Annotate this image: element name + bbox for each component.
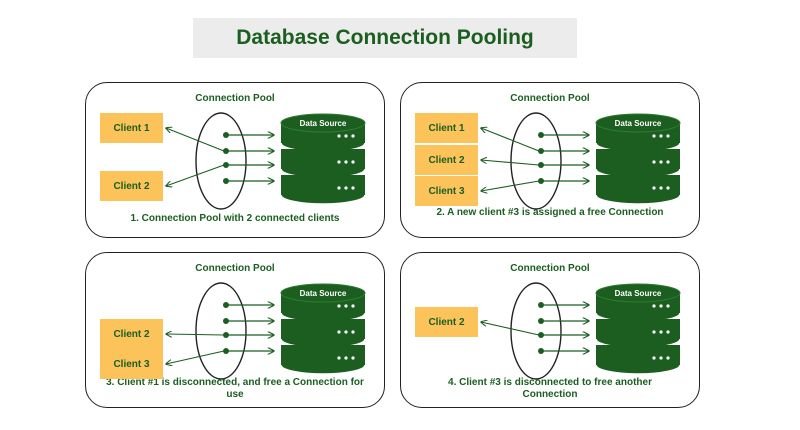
client-box: Client 2 [100, 319, 163, 349]
connection-dot [538, 318, 544, 324]
connection-dot [538, 148, 544, 154]
client-link [481, 160, 540, 166]
db-label: Data Source [615, 119, 662, 128]
client-link [166, 164, 225, 186]
client-box: Client 3 [415, 176, 478, 206]
panel-caption: 4. Client #3 is disconnected to free ano… [448, 377, 652, 400]
client-box: Client 2 [415, 307, 478, 337]
client-box: Client 2 [415, 145, 478, 175]
pool-label: Connection Pool [510, 93, 590, 104]
title-bar: Database Connection Pooling [193, 18, 577, 58]
pool-label: Connection Pool [195, 263, 275, 274]
pool-diagram: Data Source [401, 112, 681, 210]
panel-2: Data Source Connection Pool 2. A new cli… [400, 82, 700, 238]
connection-dot [223, 178, 229, 184]
client-box: Client 1 [100, 113, 163, 143]
pool-diagram: Data Source [401, 282, 681, 380]
db-label: Data Source [615, 289, 662, 298]
panel-4: Data Source Connection Pool 4. Client #3… [400, 252, 700, 408]
client-link [166, 350, 225, 364]
database-icon: Data Source [280, 113, 366, 205]
client-link [481, 180, 540, 191]
client-box: Client 3 [100, 349, 163, 379]
connection-dot [538, 348, 544, 354]
connection-pool-ellipse [195, 282, 247, 380]
pool-diagram: Data Source [86, 282, 366, 380]
panel-caption: 2. A new client #3 is assigned a free Co… [436, 207, 664, 218]
client-link [481, 128, 540, 152]
connection-pool-ellipse [195, 112, 247, 210]
connection-pool-ellipse [510, 112, 562, 210]
panel-3: Data Source Connection Pool 3. Client #1… [85, 252, 385, 408]
connection-dot [538, 178, 544, 184]
connection-dot [538, 302, 544, 308]
pool-diagram: Data Source [86, 112, 366, 210]
panel-1: Data Source Connection Pool 1. Connectio… [85, 82, 385, 238]
panel-caption: 3. Client #1 is disconnected, and free a… [106, 377, 364, 400]
diagram-title: Database Connection Pooling [236, 26, 534, 49]
client-link [166, 128, 225, 152]
pool-label: Connection Pool [195, 93, 275, 104]
client-link [166, 334, 225, 335]
connection-dot [223, 148, 229, 154]
client-box: Client 1 [415, 113, 478, 143]
database-icon: Data Source [595, 283, 681, 375]
connection-dot [223, 332, 229, 338]
connection-dot [223, 162, 229, 168]
connection-dot [223, 132, 229, 138]
panel-caption: 1. Connection Pool with 2 connected clie… [130, 213, 340, 224]
connection-dot [538, 132, 544, 138]
database-icon: Data Source [595, 113, 681, 205]
connection-dot [223, 302, 229, 308]
pool-label: Connection Pool [510, 263, 590, 274]
connection-dot [223, 348, 229, 354]
connection-dot [223, 318, 229, 324]
connection-dot [538, 162, 544, 168]
connection-dot [538, 332, 544, 338]
client-link [481, 322, 540, 336]
connection-pool-ellipse [510, 282, 562, 380]
db-label: Data Source [300, 119, 347, 128]
client-box: Client 2 [100, 171, 163, 201]
database-icon: Data Source [280, 283, 366, 375]
db-label: Data Source [300, 289, 347, 298]
